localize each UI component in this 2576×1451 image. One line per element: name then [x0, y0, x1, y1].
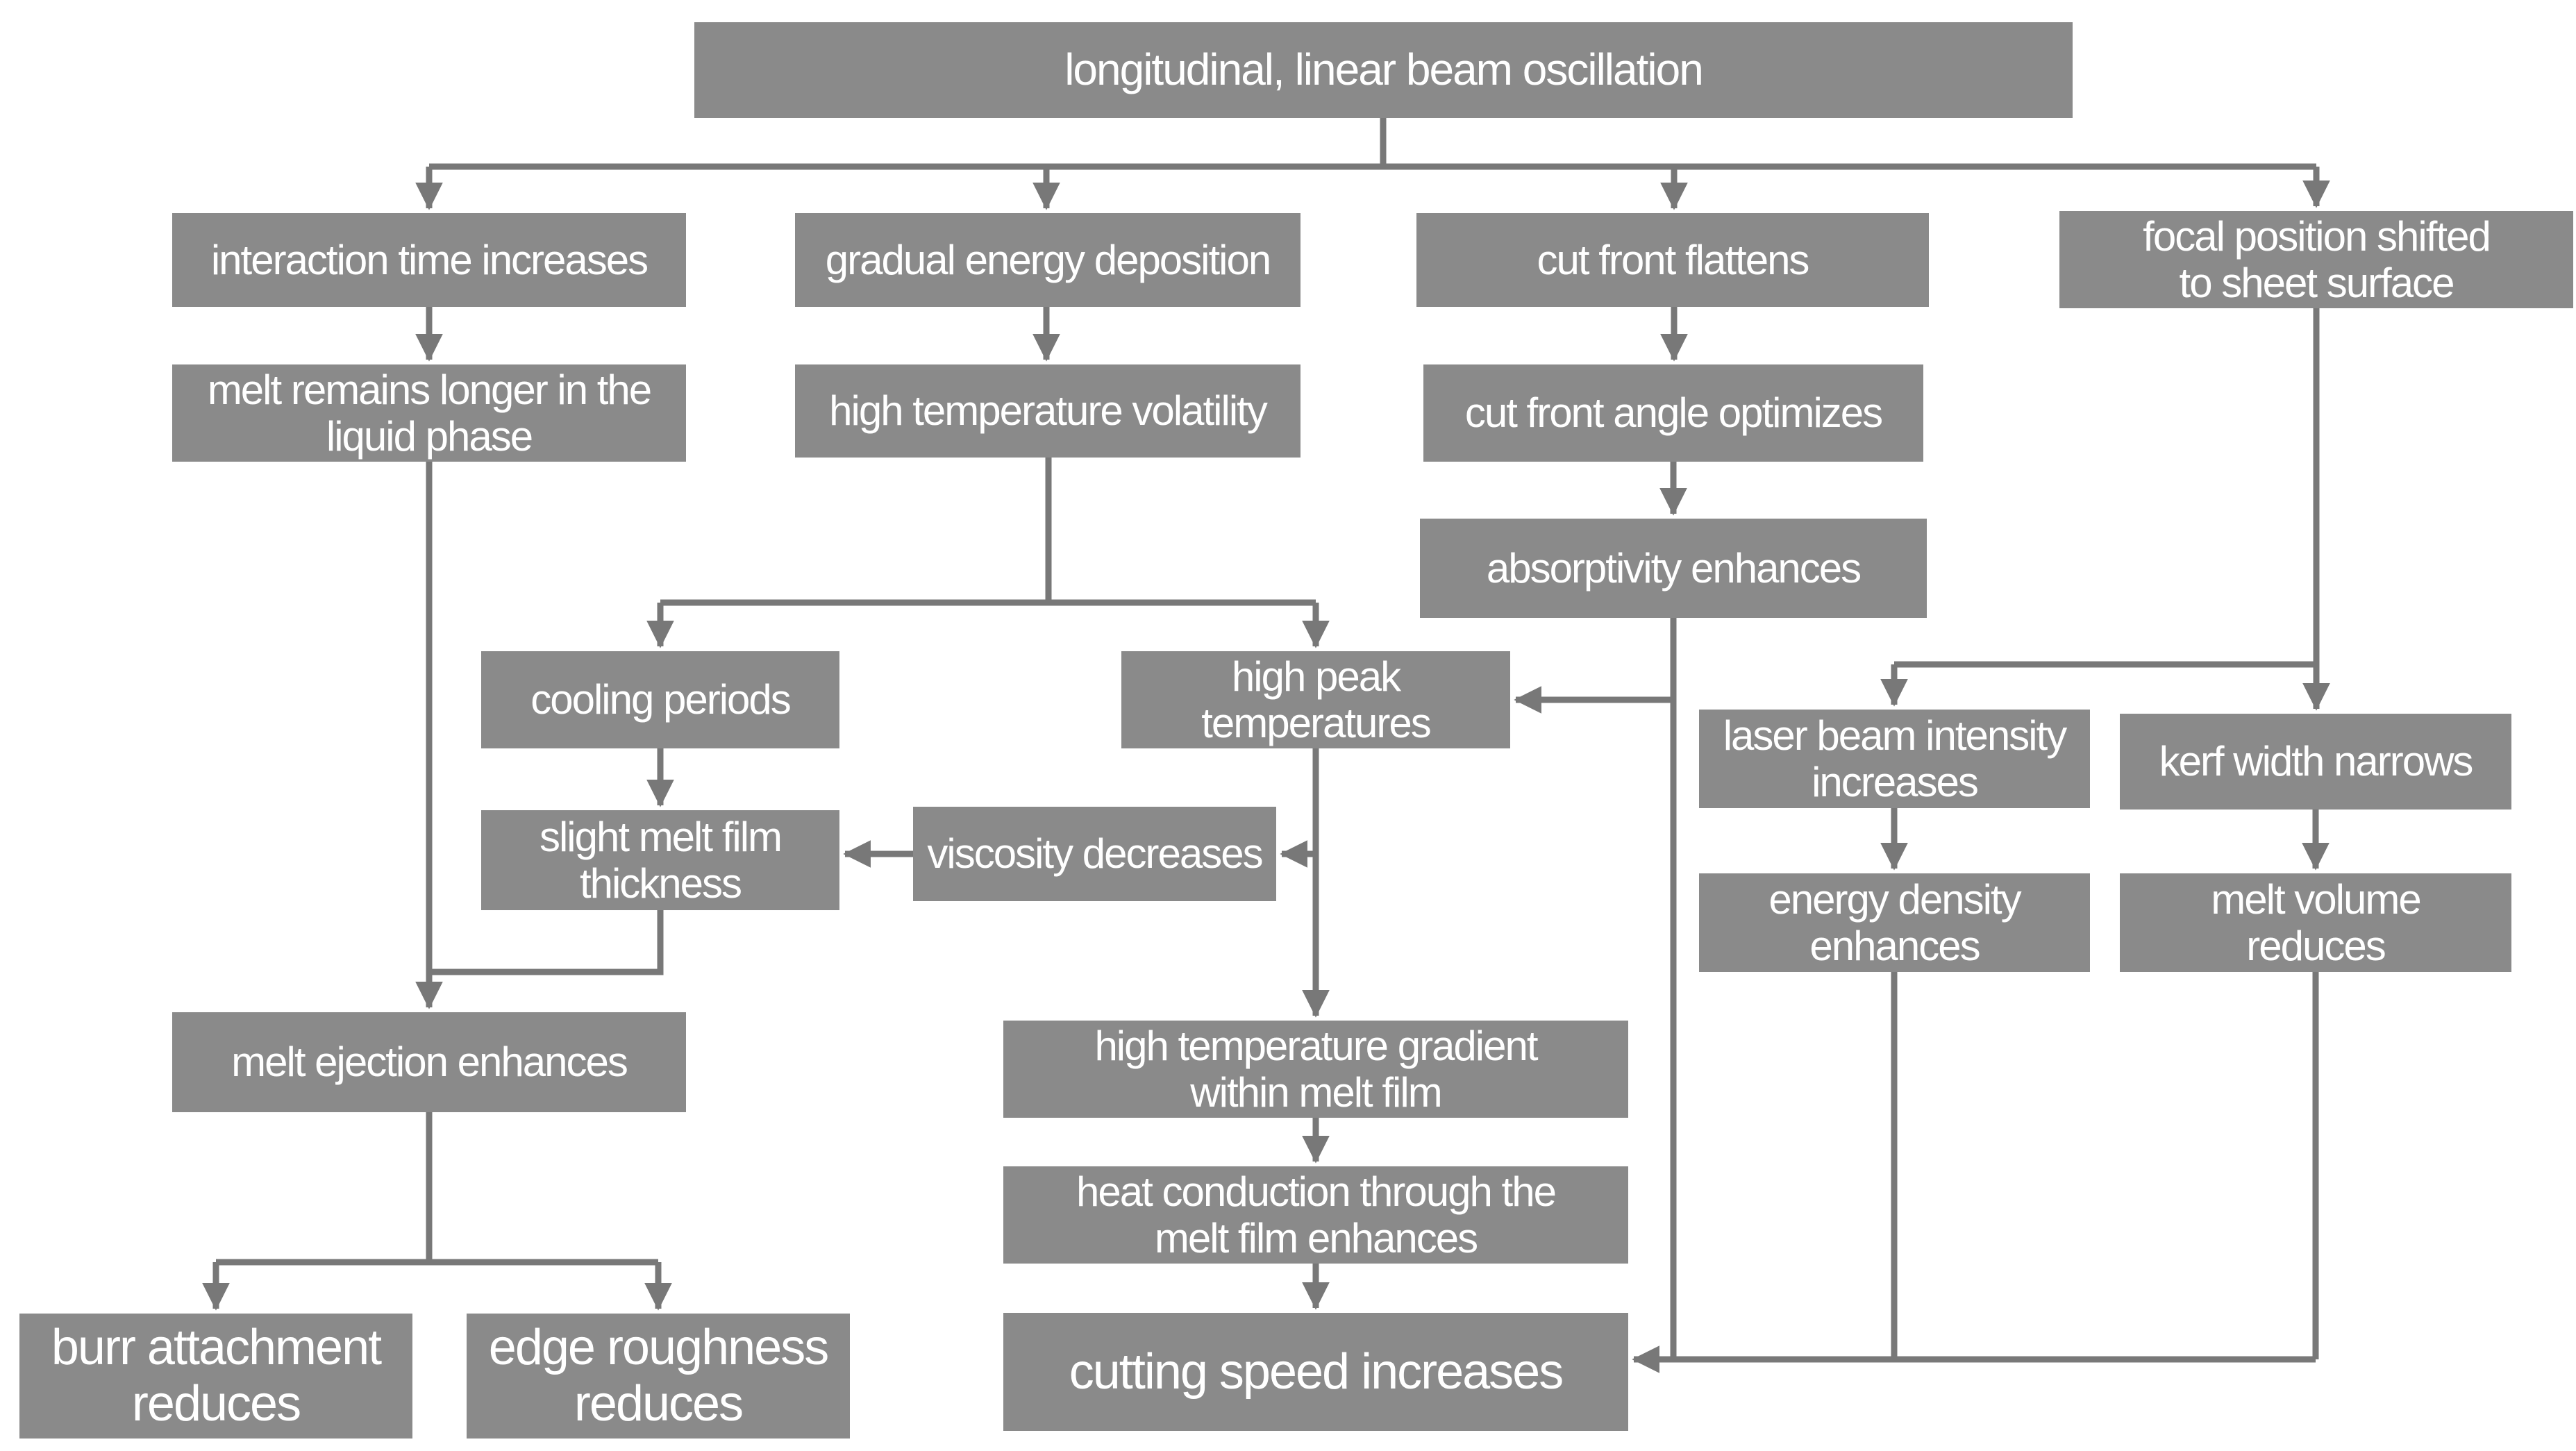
node-label: cut front flattens	[1537, 236, 1810, 283]
node-kerf-width-narrows: kerf width narrows	[2120, 714, 2511, 810]
node-label: reduces	[574, 1376, 744, 1432]
node-label: within melt film	[1190, 1069, 1442, 1116]
node-cut-front-angle-optimizes: cut front angle optimizes	[1423, 364, 1923, 462]
node-label: melt remains longer in the	[207, 366, 652, 413]
node-label: increases	[1812, 759, 1979, 805]
node-label: cutting speed increases	[1069, 1343, 1564, 1400]
node-melt-ejection-enhances: melt ejection enhances	[172, 1012, 686, 1112]
node-label: liquid phase	[326, 413, 533, 460]
node-burr-attachment-reduces: burr attachment reduces	[19, 1314, 412, 1439]
node-edge-roughness-reduces: edge roughness reduces	[467, 1314, 850, 1439]
node-label: gradual energy deposition	[825, 236, 1271, 283]
node-label: enhances	[1809, 923, 1980, 969]
node-label: temperatures	[1201, 700, 1431, 746]
node-label: focal position shifted	[2143, 212, 2491, 260]
node-label: to sheet surface	[2179, 260, 2455, 306]
node-high-temperature-gradient: high temperature gradient within melt fi…	[1003, 1021, 1628, 1118]
node-melt-volume-reduces: melt volume reduces	[2120, 873, 2511, 972]
node-label: absorptivity enhances	[1486, 544, 1862, 592]
connector-slightmelt-down-left	[429, 910, 664, 975]
node-energy-density-enhances: energy density enhances	[1699, 873, 2090, 972]
node-cut-front-flattens: cut front flattens	[1416, 213, 1929, 307]
node-label: reduces	[131, 1376, 301, 1432]
node-label: energy density	[1768, 875, 2021, 923]
node-label: melt ejection enhances	[231, 1039, 628, 1086]
node-label: melt film enhances	[1154, 1215, 1478, 1261]
node-label: interaction time increases	[210, 236, 649, 283]
node-label: heat conduction through the	[1076, 1168, 1557, 1215]
node-heat-conduction-enhances: heat conduction through the melt film en…	[1003, 1166, 1628, 1264]
node-label: high temperature gradient	[1094, 1022, 1538, 1069]
node-cooling-periods: cooling periods	[481, 651, 839, 748]
node-high-temperature-volatility: high temperature volatility	[795, 364, 1300, 458]
node-label: thickness	[579, 860, 742, 907]
node-cutting-speed-increases: cutting speed increases	[1003, 1313, 1628, 1431]
node-slight-melt-film-thickness: slight melt film thickness	[481, 810, 839, 910]
node-label: longitudinal, linear beam oscillation	[1064, 44, 1704, 95]
node-label: kerf width narrows	[2159, 738, 2474, 785]
node-high-peak-temperatures: high peak temperatures	[1121, 651, 1510, 748]
node-label: cooling periods	[530, 676, 792, 723]
node-label: cut front angle optimizes	[1464, 389, 1883, 437]
node-focal-position-shifted: focal position shifted to sheet surface	[2059, 211, 2573, 308]
node-label: melt volume	[2211, 875, 2421, 923]
node-label: high temperature volatility	[829, 387, 1268, 435]
node-label: reduces	[2246, 923, 2386, 969]
node-label: laser beam intensity	[1723, 712, 2068, 759]
node-gradual-energy-deposition: gradual energy deposition	[795, 213, 1300, 307]
node-beam-oscillation-title: longitudinal, linear beam oscillation	[694, 22, 2073, 118]
node-label: slight melt film	[539, 813, 783, 860]
node-interaction-time-increases: interaction time increases	[172, 213, 686, 307]
node-melt-remains-longer: melt remains longer in the liquid phase	[172, 364, 686, 462]
node-label: edge roughness	[488, 1320, 829, 1376]
node-label: high peak	[1231, 653, 1401, 700]
node-label: burr attachment	[51, 1320, 382, 1376]
node-laser-beam-intensity-increases: laser beam intensity increases	[1699, 710, 2090, 808]
node-label: viscosity decreases	[927, 830, 1263, 878]
node-absorptivity-enhances: absorptivity enhances	[1420, 519, 1927, 618]
node-viscosity-decreases: viscosity decreases	[913, 807, 1276, 901]
